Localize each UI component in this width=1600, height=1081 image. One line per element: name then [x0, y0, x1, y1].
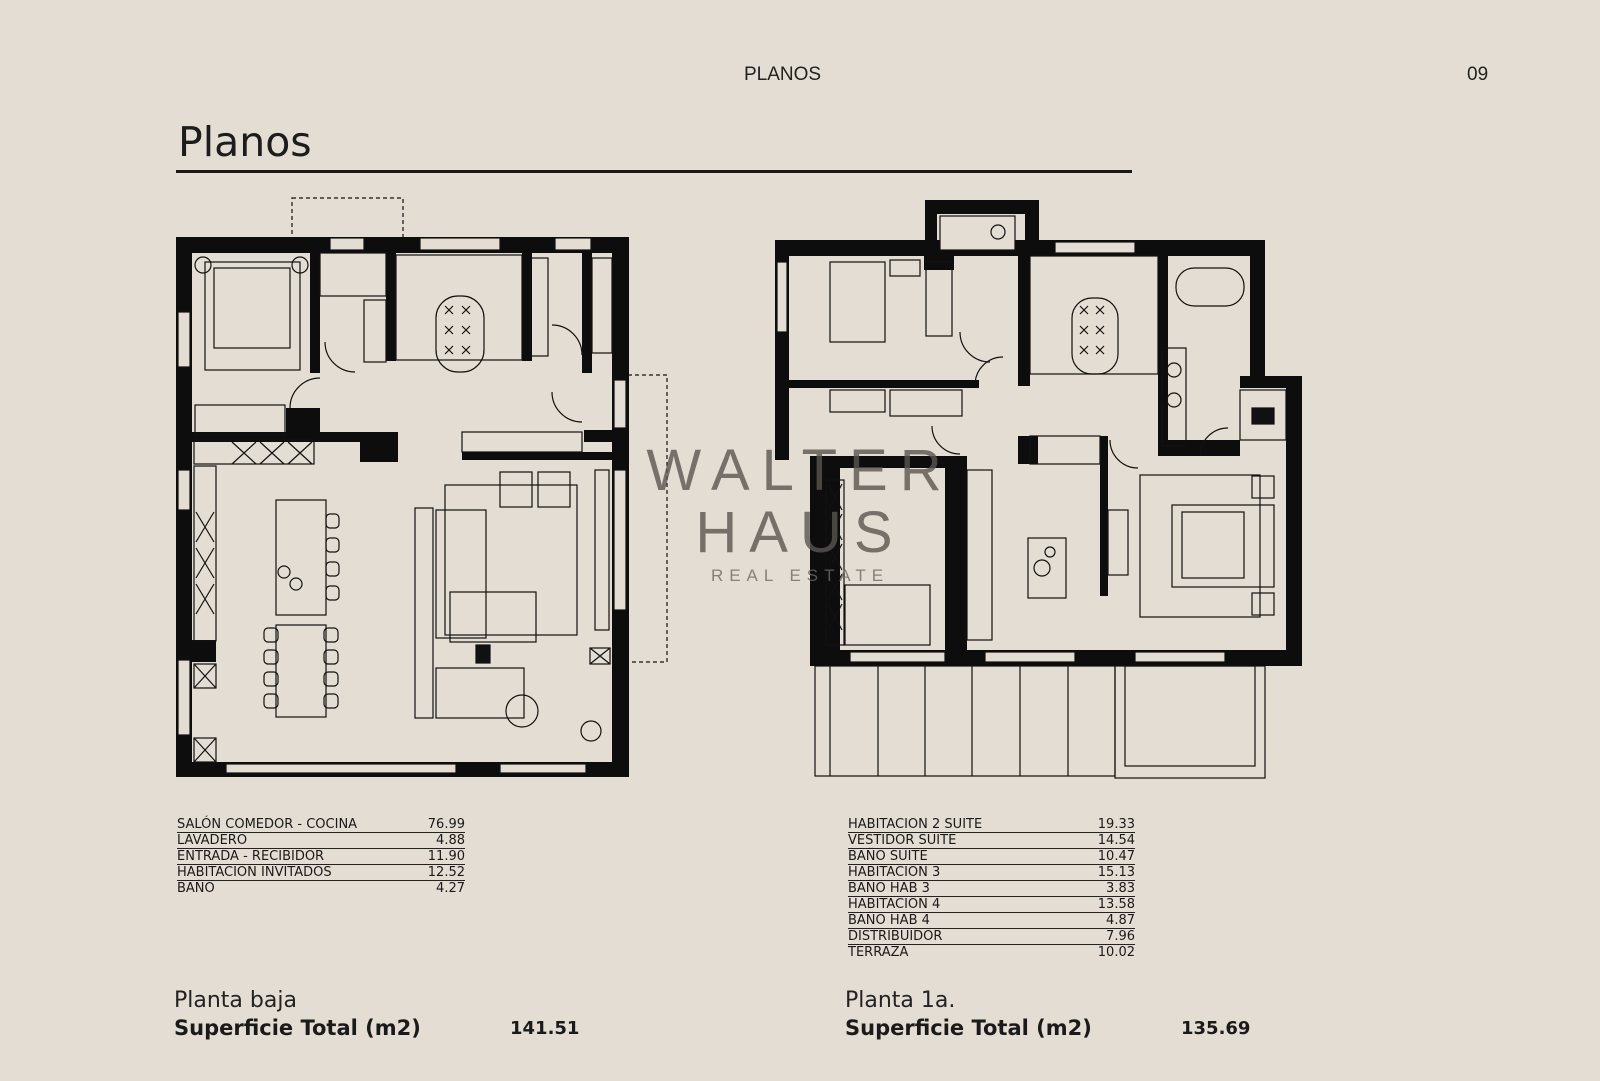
room-name: LAVADERO — [177, 833, 248, 848]
room-name: BAÑO — [177, 881, 215, 896]
room-area: 10.47 — [1097, 849, 1135, 864]
room-area: 4.88 — [436, 833, 465, 848]
room-name: BAÑO HAB 4 — [848, 913, 930, 928]
ground-floor-rooms-table: SALÓN COMEDOR - COCINA 76.99 LAVADERO 4.88… — [177, 817, 465, 896]
table-row: HABITACION INVITADOS 12.52 — [177, 865, 465, 881]
table-row: BAÑO SUITE 10.47 — [848, 849, 1135, 865]
room-area: 4.27 — [436, 881, 465, 896]
page-number: 09 — [1467, 64, 1489, 85]
room-area: 13.58 — [1097, 897, 1135, 912]
first-floor-total-value: 135.69 — [1181, 1018, 1251, 1039]
room-name: ENTRADA - RECIBIDOR — [177, 849, 325, 864]
room-name: VESTIDOR SUITE — [848, 833, 957, 848]
room-area: 76.99 — [427, 817, 465, 832]
table-row: HABITACION 2 SUITE 19.33 — [848, 817, 1135, 833]
room-area: 10.02 — [1097, 945, 1135, 960]
first-floor-total-label: Superficie Total (m2) — [845, 1016, 1092, 1040]
ground-floor-level-label: Planta baja — [174, 988, 297, 1013]
table-row: VESTIDOR SUITE 14.54 — [848, 833, 1135, 849]
ground-floor-total-value: 141.51 — [510, 1018, 580, 1039]
room-name: HABITACION 2 SUITE — [848, 817, 983, 832]
room-name: HABITACION 4 — [848, 897, 941, 912]
first-floor-rooms-table: HABITACION 2 SUITE 19.33 VESTIDOR SUITE 14… — [848, 817, 1135, 960]
table-row: BAÑO 4.27 — [177, 881, 465, 896]
table-row: HABITACION 3 15.13 — [848, 865, 1135, 881]
room-area: 7.96 — [1106, 929, 1135, 944]
room-area: 11.90 — [427, 849, 465, 864]
room-area: 15.13 — [1097, 865, 1135, 880]
room-area: 4.87 — [1106, 913, 1135, 928]
room-area: 19.33 — [1097, 817, 1135, 832]
ground-floor-plan — [176, 197, 668, 777]
room-name: HABITACION 3 — [848, 865, 941, 880]
room-area: 14.54 — [1097, 833, 1135, 848]
page-title: Planos — [178, 118, 312, 166]
ground-floor-total-label: Superficie Total (m2) — [174, 1016, 421, 1040]
room-name: TERRAZA — [848, 945, 909, 960]
room-name: HABITACION INVITADOS — [177, 865, 332, 880]
title-rule — [176, 170, 1132, 173]
table-row: BAÑO HAB 4 4.87 — [848, 913, 1135, 929]
room-area: 12.52 — [427, 865, 465, 880]
table-row: TERRAZA 10.02 — [848, 945, 1135, 960]
table-row: ENTRADA - RECIBIDOR 11.90 — [177, 849, 465, 865]
table-row: HABITACION 4 13.58 — [848, 897, 1135, 913]
section-header: PLANOS — [744, 64, 822, 85]
room-name: SALÓN COMEDOR - COCINA — [177, 817, 358, 832]
room-name: BAÑO HAB 3 — [848, 881, 930, 896]
table-row: BAÑO HAB 3 3.83 — [848, 881, 1135, 897]
first-floor-plan — [775, 200, 1302, 779]
table-row: LAVADERO 4.88 — [177, 833, 465, 849]
table-row: SALÓN COMEDOR - COCINA 76.99 — [177, 817, 465, 833]
first-floor-level-label: Planta 1a. — [845, 988, 956, 1013]
room-area: 3.83 — [1106, 881, 1135, 896]
room-name: BAÑO SUITE — [848, 849, 928, 864]
table-row: DISTRIBUIDOR 7.96 — [848, 929, 1135, 945]
room-name: DISTRIBUIDOR — [848, 929, 943, 944]
